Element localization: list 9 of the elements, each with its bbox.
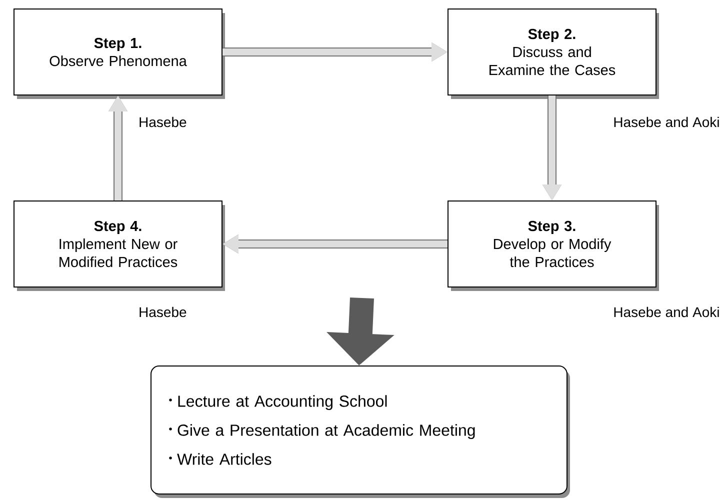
process-box: Step 2. Discuss and Examine the Cases	[448, 8, 659, 99]
process-box: Step 1. Observe Phenomena	[14, 8, 225, 99]
author-label: Hasebe	[140, 306, 186, 318]
process-box: Step 3. Develop or Modify the Practices	[448, 200, 659, 291]
author-label: Hasebe	[140, 116, 186, 128]
result-box: Lecture at Accounting School Give a Presentation at Academic Meeting Write Articles	[150, 366, 570, 498]
process-box: Step 4. Implement New or Modified Practices	[14, 200, 225, 291]
author-label: Hasebe and Aoki	[614, 116, 719, 128]
author-label: Hasebe and Aoki	[614, 306, 719, 318]
